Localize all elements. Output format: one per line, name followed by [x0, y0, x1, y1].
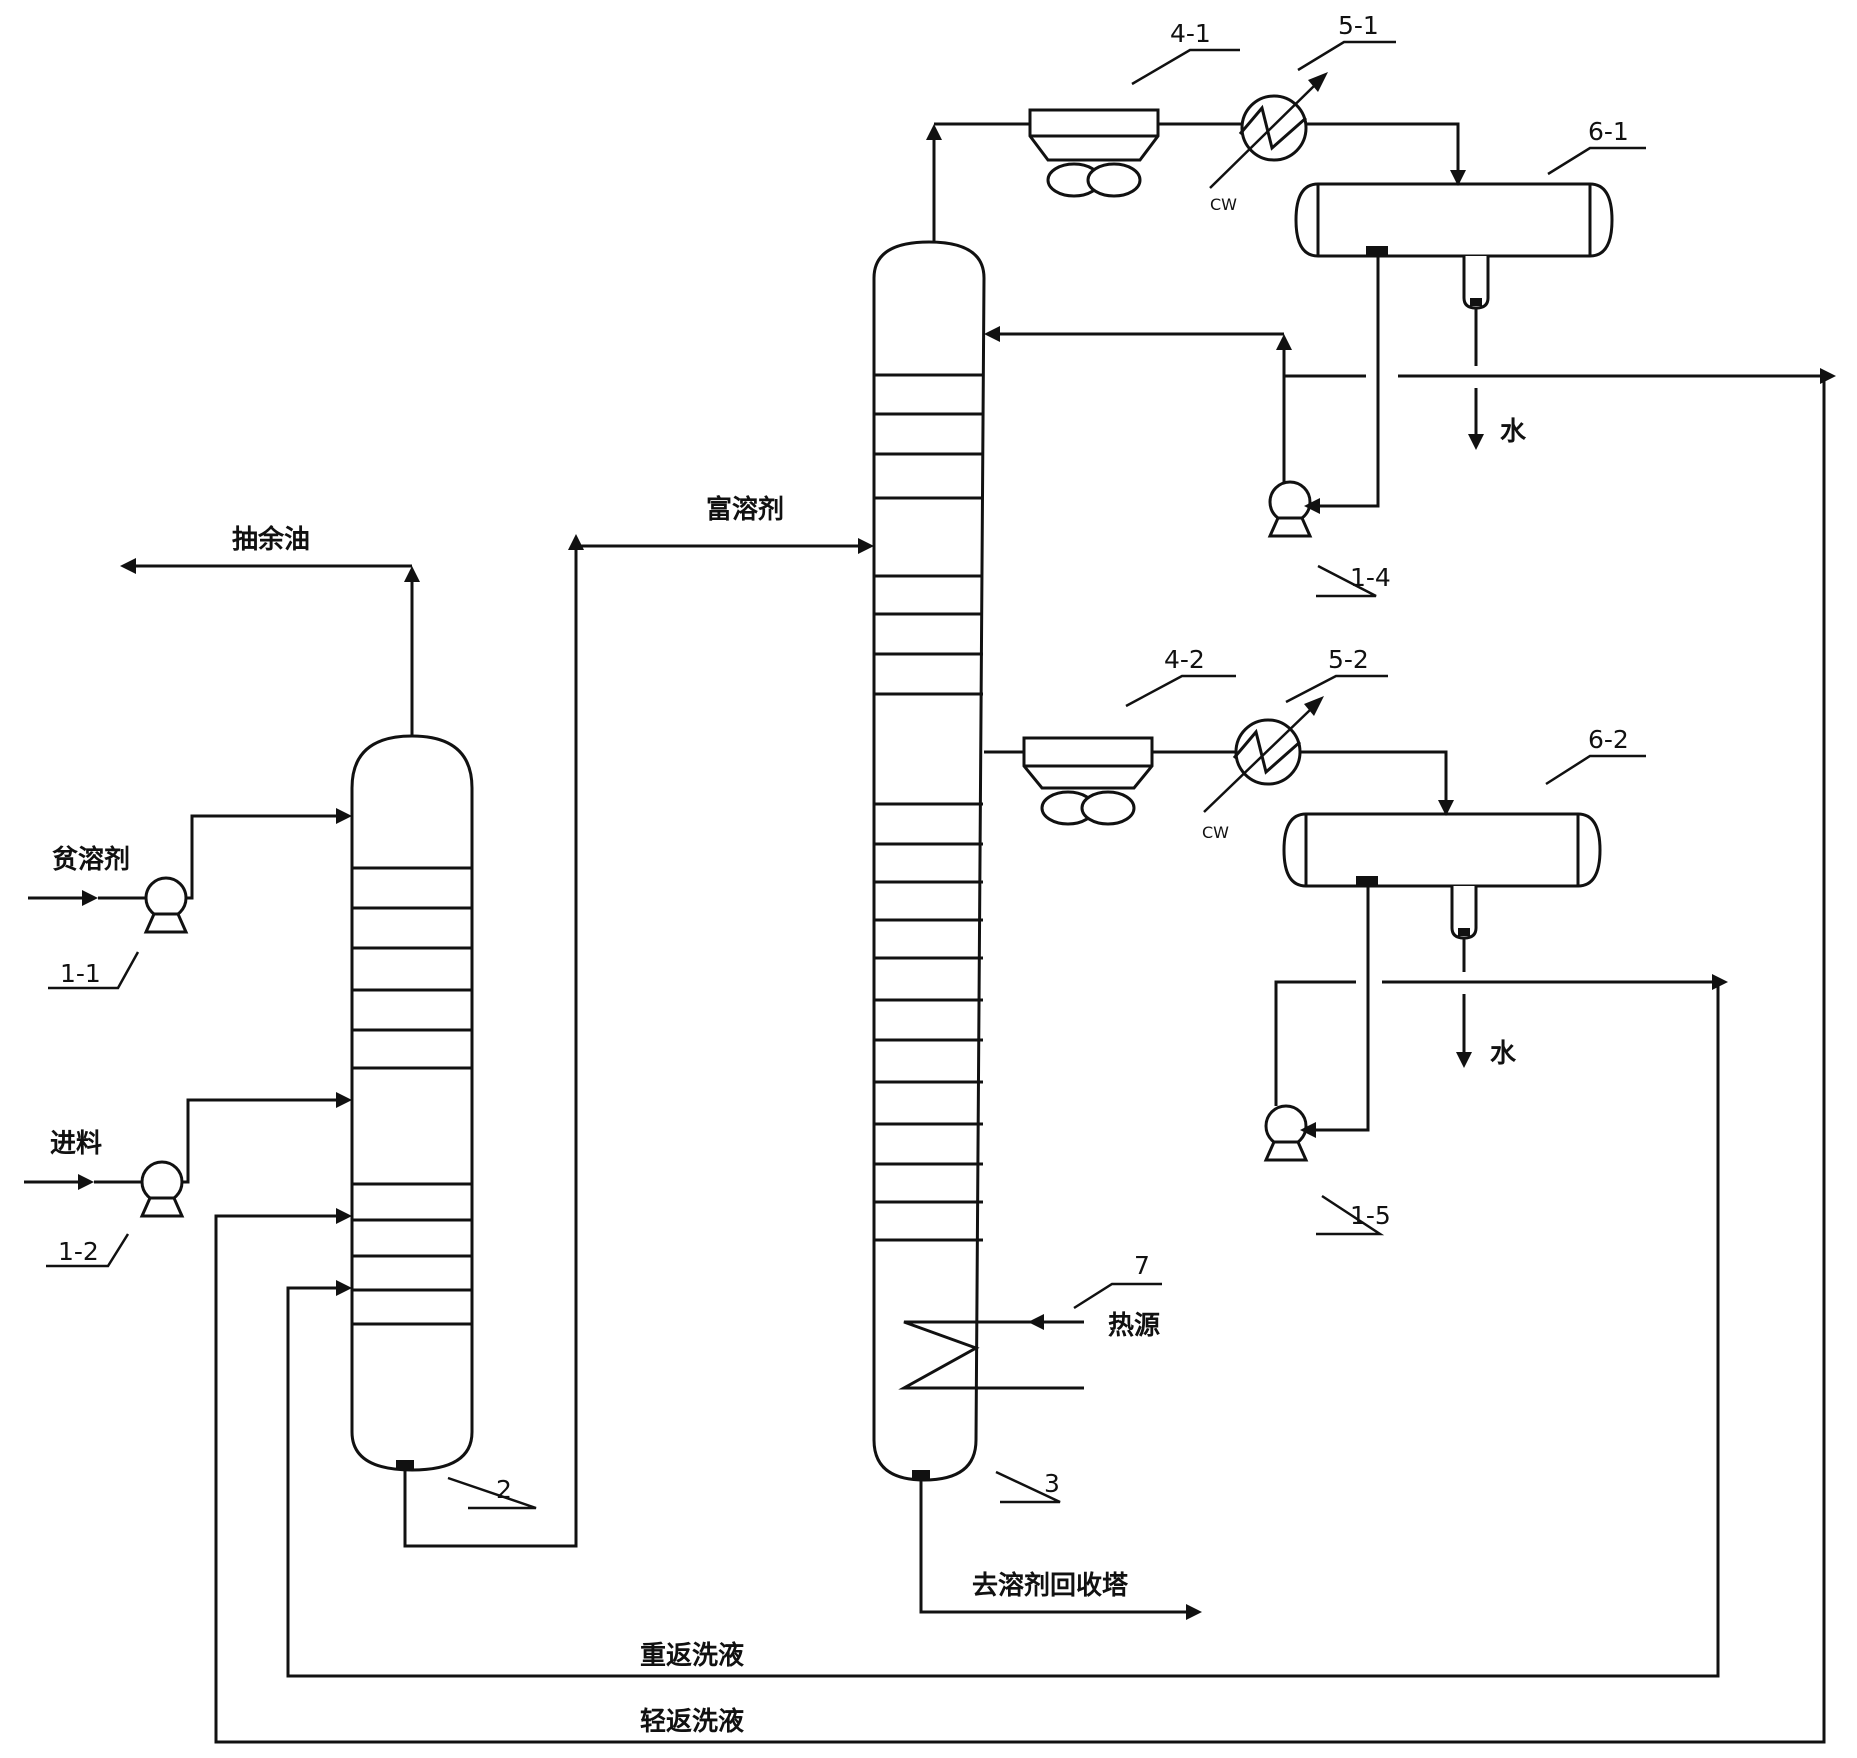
- tag-pump-1-2: 1-2: [58, 1237, 99, 1266]
- water-label-2: 水: [1490, 1039, 1517, 1069]
- tag-drum-6-1: 6-1: [1588, 117, 1629, 146]
- cw-label-1: CW: [1210, 195, 1237, 214]
- tag-heater-7: 7: [1134, 1251, 1150, 1280]
- tag-column-2: 2: [496, 1475, 512, 1504]
- tag-exchanger-5-2: 5-2: [1328, 645, 1369, 674]
- rich-solvent-label: 富溶剂: [706, 494, 784, 525]
- heat-source-label: 热源: [1108, 1311, 1160, 1341]
- tag-pump-1-5: 1-5: [1350, 1201, 1391, 1230]
- tag-pump-1-1: 1-1: [60, 959, 101, 988]
- tag-pump-1-4: 1-4: [1350, 563, 1391, 592]
- tag-cooler-4-2: 4-2: [1164, 645, 1205, 674]
- tag-column-3: 3: [1044, 1469, 1060, 1498]
- piping: [24, 122, 1836, 1744]
- column-3-trays: [875, 373, 983, 1242]
- air-cooler-4-1: [1028, 108, 1160, 198]
- tag-exchanger-5-1: 5-1: [1338, 11, 1379, 40]
- light-backwash-label: 轻返洗液: [640, 1707, 744, 1737]
- column-2-trays: [352, 866, 472, 1326]
- reflux-drum-6-2: [1282, 812, 1602, 940]
- distillation-column-3: [872, 240, 1084, 1482]
- tag-drum-6-2: 6-2: [1588, 725, 1629, 754]
- heat-exchanger-5-1: [1209, 72, 1328, 189]
- air-cooler-4-2: [1022, 736, 1154, 826]
- solvent-recovery-label: 去溶剂回收塔: [972, 1570, 1129, 1601]
- heavy-backwash-label: 重返洗液: [640, 1641, 744, 1671]
- lean-solvent-label: 贫溶剂: [52, 844, 130, 875]
- raffinate-oil-label: 抽余油: [232, 524, 310, 555]
- reboiler-coil: [898, 1320, 1084, 1390]
- extraction-column-2: [350, 734, 474, 1472]
- reflux-drum-6-1: [1294, 182, 1614, 310]
- water-label-1: 水: [1500, 417, 1527, 447]
- tag-leaders: [46, 40, 1646, 1510]
- cw-label-2: CW: [1202, 823, 1229, 842]
- pump-1-4: [1267, 480, 1313, 538]
- heat-exchanger-5-2: [1203, 696, 1324, 813]
- tag-cooler-4-1: 4-1: [1170, 19, 1211, 48]
- feed-label: 进料: [50, 1129, 102, 1159]
- pump-1-1: [143, 876, 189, 934]
- pump-1-5: [1263, 1104, 1309, 1162]
- pump-1-2: [139, 1160, 185, 1218]
